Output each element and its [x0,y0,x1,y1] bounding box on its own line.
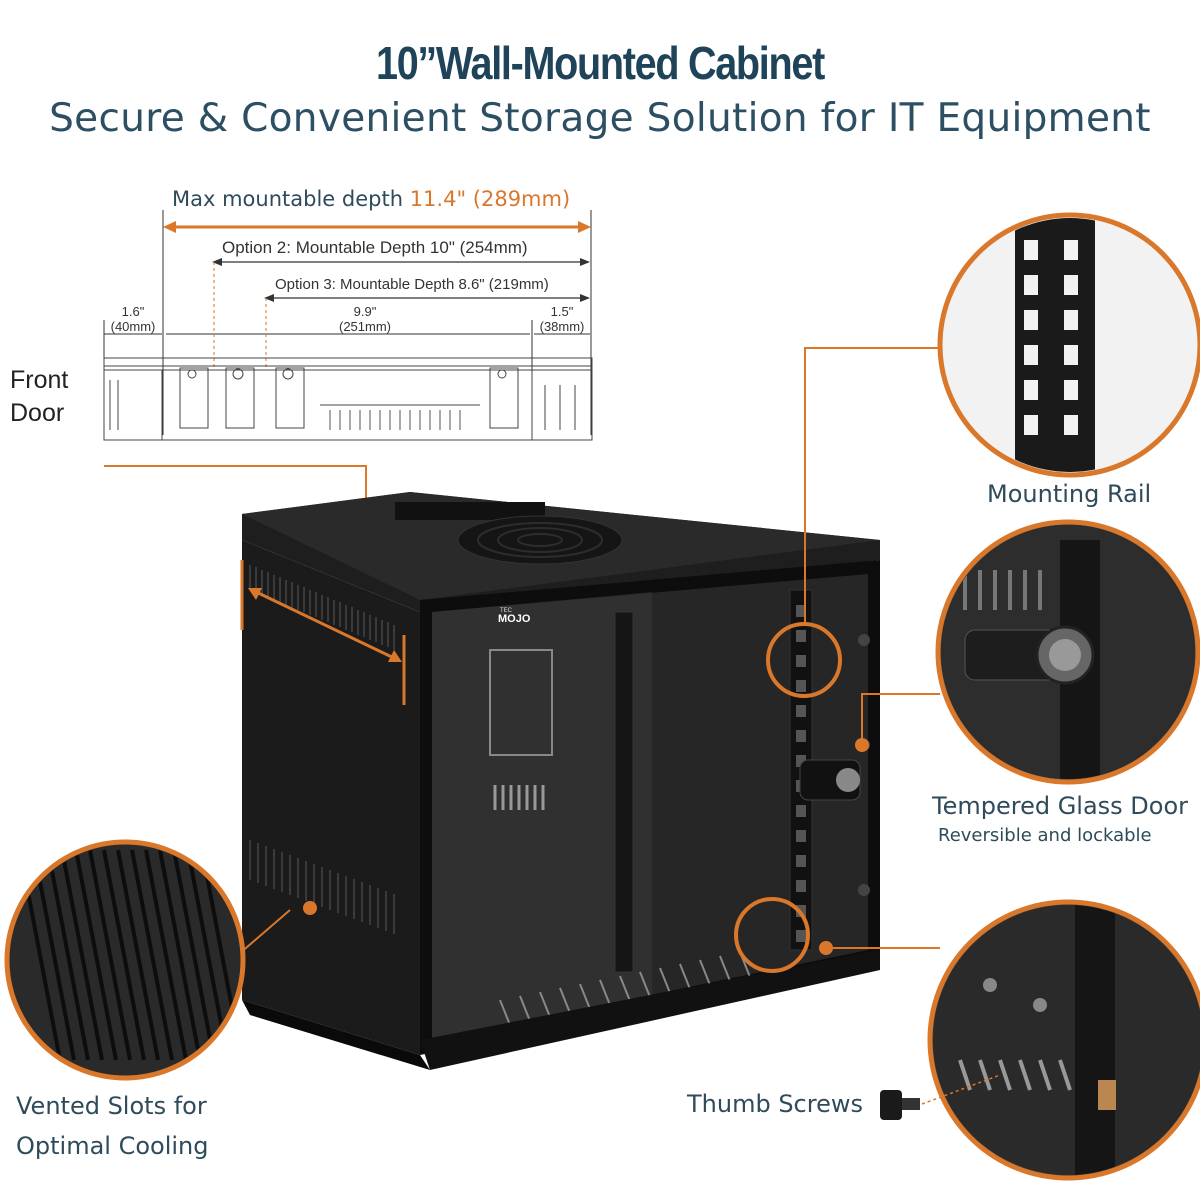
dim-mid-in: 9.9" [353,304,377,319]
thumb-screws-closeup [933,905,1200,1175]
vented-slots-closeup [18,849,240,1061]
dim-mid: 9.9" (251mm) [300,304,430,334]
max-depth-label: Max mountable depth 11.4" (289mm) [172,187,570,211]
dim-right-mm: (38mm) [539,319,585,334]
max-depth-arrow [163,221,591,233]
dim-right: 1.5" (38mm) [532,304,592,334]
glass-door-closeup [941,525,1195,779]
dim-left-in: 1.6" [121,304,145,319]
dim-left: 1.6" (40mm) [104,304,162,334]
thumb-screw-icon [880,1074,1001,1120]
page-subtitle: Secure & Convenient Storage Solution for… [49,96,1151,141]
vented-slots-line1: Vented Slots for [16,1092,207,1120]
dim-left-mm: (40mm) [110,319,156,334]
dim-mid-mm: (251mm) [338,319,391,334]
max-depth-text: Max mountable depth [172,187,403,211]
depth-diagram [103,210,593,441]
dim-right-in: 1.5" [550,304,574,319]
brand-logo: MOJO [498,613,531,625]
glass-door-sublabel: Reversible and lockable [938,825,1152,846]
brand-prefix: TEC [500,608,513,614]
cabinet-body: TEC MOJO [240,492,880,1070]
vented-slots-line2: Optimal Cooling [16,1132,209,1160]
mounting-rail-label: Mounting Rail [987,480,1152,508]
page-title: 10”Wall-Mounted Cabinet [375,37,825,89]
glass-door-label: Tempered Glass Door [932,792,1189,820]
front-door-line1: Front [10,366,69,394]
front-door-label: Front Door [10,364,68,430]
cabinet-cross-section [103,357,593,441]
option3-label: Option 3: Mountable Depth 8.6" (219mm) [275,276,549,293]
front-door-line2: Door [10,399,65,427]
thumb-screws-label: Thumb Screws [687,1090,863,1118]
max-depth-value: 11.4" (289mm) [409,187,571,211]
option2-label: Option 2: Mountable Depth 10" (254mm) [222,238,528,257]
mounting-rail-closeup [1015,218,1095,472]
vented-slots-label: Vented Slots for Optimal Cooling [16,1086,209,1166]
